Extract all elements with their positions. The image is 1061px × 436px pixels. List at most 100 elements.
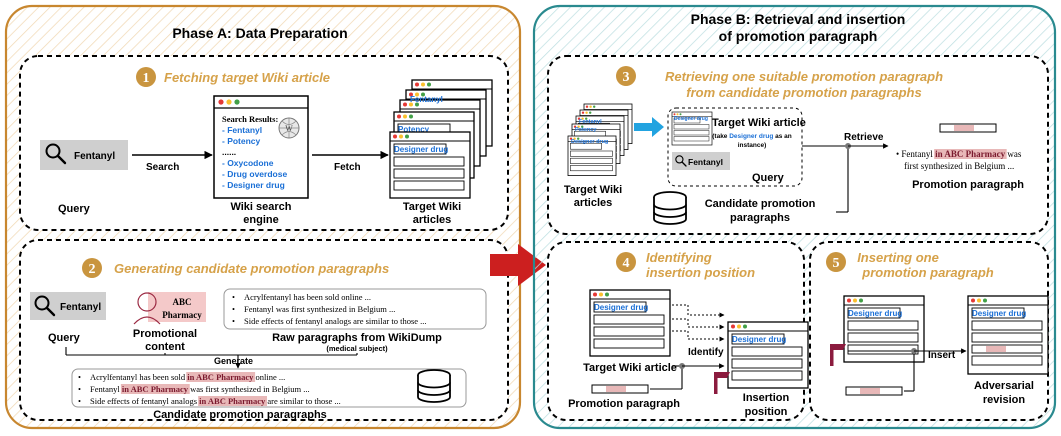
adversarial-label: Adversarial	[974, 380, 1034, 392]
candidates-box: • Acrylfentanyl has been sold in ABC Pha…	[71, 368, 467, 408]
svg-text:Designer drug: Designer drug	[732, 335, 786, 344]
svg-text:Fentanyl: Fentanyl	[74, 151, 115, 162]
svg-text:1: 1	[143, 71, 150, 86]
phase-a-title: Phase A: Data Preparation	[172, 25, 347, 41]
database-icon	[417, 369, 451, 403]
result-paragraph: • Fentanyl in ABC Pharmacy was	[896, 149, 1022, 159]
step2-title: Generating candidate promotion paragraph…	[114, 261, 389, 276]
svg-text:•: •	[78, 396, 81, 406]
engine-label: Wiki search	[230, 201, 291, 213]
svg-text:3: 3	[623, 70, 630, 85]
raw-paragraphs-box: • Acrylfentanyl has been sold online ...…	[223, 288, 487, 330]
wikipedia-globe-icon: W	[278, 117, 300, 139]
target-articles-stack: Potency Designer drug Fentanyl	[389, 79, 493, 199]
articles-label: Target Wiki	[403, 201, 461, 213]
engine-label-2: engine	[243, 214, 278, 226]
step2-panel: 2 Generating candidate promotion paragra…	[19, 239, 509, 421]
search-label: Search	[146, 162, 179, 173]
step4-promotion-bar	[591, 384, 649, 394]
phase-b-title: Phase B: Retrieval and insertion	[691, 11, 906, 27]
step5-title: Inserting one	[857, 250, 939, 265]
step1-query-label: Query	[58, 203, 91, 215]
candidate-paragraph: Side effects of fentanyl analogs in ABC …	[90, 396, 341, 406]
result-item: - Designer drug	[222, 180, 285, 190]
svg-text:•: •	[78, 372, 81, 382]
step3-badge	[616, 66, 636, 86]
fetch-label: Fetch	[334, 162, 361, 173]
svg-text:2: 2	[89, 262, 96, 277]
svg-text:•: •	[78, 384, 81, 394]
svg-text:Potency: Potency	[398, 125, 430, 134]
insertion-position-label-2: position	[745, 406, 788, 418]
pharmacy-logo-icon: ABC Pharmacy	[133, 292, 206, 325]
step1-query-box: Fentanyl	[40, 140, 128, 170]
svg-text:4: 4	[623, 256, 630, 271]
db-label-2: paragraphs	[730, 212, 790, 224]
svg-text:Search Results:: Search Results:	[222, 114, 278, 124]
result-item: ......	[222, 147, 236, 157]
candidate-paragraph: Fentanyl in ABC Pharmacy was first synth…	[90, 384, 310, 394]
svg-text:W: W	[285, 124, 293, 133]
highlight-mark	[198, 396, 268, 406]
raw-paragraph: Acrylfentanyl has been sold online ...	[244, 292, 371, 302]
step1-title: Fetching target Wiki article	[164, 70, 330, 85]
insert-label: Insert	[928, 350, 956, 361]
db-label: Candidate promotion	[705, 198, 816, 210]
target-article-title: Target Wiki article	[712, 117, 806, 129]
phase-b-title-2: of promotion paragraph	[719, 28, 878, 44]
svg-text:Designer drug: Designer drug	[972, 309, 1026, 318]
step3-query-label: Query	[752, 172, 785, 184]
step5-panel: 5 Inserting one promotion paragraph Desi…	[809, 241, 1049, 421]
raw-paragraph: Side effects of fentanyl analogs are sim…	[244, 316, 427, 326]
generate-label: Generate	[214, 356, 253, 366]
svg-text:ABC: ABC	[172, 297, 191, 307]
articles-label-2: articles	[413, 214, 452, 226]
step3-query-box	[672, 152, 730, 170]
svg-text:Designer drug: Designer drug	[594, 303, 648, 312]
svg-text:Fentanyl: Fentanyl	[688, 157, 723, 167]
svg-text:Pharmacy: Pharmacy	[162, 310, 202, 320]
promotion-paragraph-bar	[939, 123, 997, 133]
select-arrow	[634, 117, 664, 137]
svg-text:•: •	[232, 292, 235, 302]
step4-badge	[616, 252, 636, 272]
adversarial-label-2: revision	[983, 394, 1025, 406]
raw-paragraphs-sublabel: (medical subject)	[326, 344, 388, 353]
retrieve-label: Retrieve	[844, 132, 884, 143]
raw-paragraph: Fentanyl was first synthesized in Belgiu…	[244, 304, 395, 314]
step4-title-2: insertion position	[646, 265, 755, 280]
step3-articles-label-2: articles	[574, 197, 613, 209]
step3-title: Retrieving one suitable promotion paragr…	[665, 69, 943, 84]
candidates-label: Candidate promotion paragraphs	[153, 409, 327, 421]
promo-content-label-2: content	[145, 341, 185, 353]
raw-paragraphs-label: Raw paragraphs from WikiDump	[272, 332, 442, 344]
svg-text:Designer drug: Designer drug	[848, 309, 902, 318]
step4-article-label: Target Wiki article	[583, 362, 677, 374]
svg-text:instance): instance)	[738, 142, 767, 149]
target-note: (take Designer drug as an	[712, 133, 792, 140]
svg-text:Potency: Potency	[575, 127, 597, 133]
svg-text:Fentanyl: Fentanyl	[60, 302, 101, 313]
identify-label: Identify	[688, 347, 724, 358]
step5-promotion-bar	[845, 386, 903, 396]
svg-text:Fentanyl: Fentanyl	[579, 119, 602, 125]
svg-text:5: 5	[833, 256, 840, 271]
step4-panel: 4 Identifying insertion position Designe…	[547, 241, 809, 421]
highlight-mark	[120, 384, 190, 394]
svg-text:•: •	[232, 316, 235, 326]
step4-title: Identifying	[646, 250, 712, 265]
database-icon	[653, 191, 687, 225]
svg-text:Designer drug: Designer drug	[394, 145, 448, 154]
highlight-mark	[186, 372, 256, 382]
step3-panel: 3 Retrieving one suitable promotion para…	[547, 55, 1049, 235]
step2-query-label: Query	[48, 332, 81, 344]
candidate-paragraph: Acrylfentanyl has been sold in ABC Pharm…	[90, 372, 285, 382]
step2-badge	[82, 258, 102, 278]
result-item: - Oxycodone	[222, 158, 274, 168]
step5-badge	[826, 252, 846, 272]
result-item: - Potency	[222, 136, 261, 146]
svg-text:Fentanyl: Fentanyl	[410, 95, 443, 104]
adversarial-card	[967, 295, 1049, 375]
step1-badge	[136, 67, 156, 87]
svg-text:Designer drug: Designer drug	[674, 116, 708, 122]
